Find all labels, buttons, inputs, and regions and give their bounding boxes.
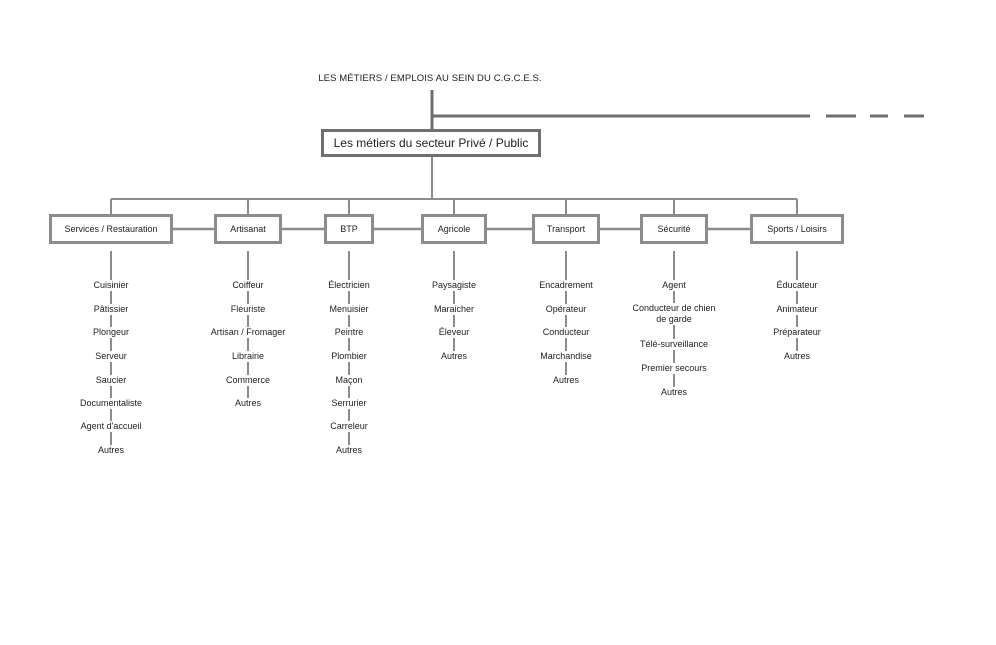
job-item: Autres: [737, 351, 857, 362]
job-item: Agent d'accueil: [51, 421, 171, 432]
job-item: Commerce: [188, 375, 308, 386]
job-item: Paysagiste: [394, 280, 514, 291]
category-node: BTP: [324, 214, 374, 244]
job-item: Peintre: [289, 327, 409, 338]
root-node: Les métiers du secteur Privé / Public: [321, 129, 541, 157]
job-item: Coiffeur: [188, 280, 308, 291]
job-item: Autres: [614, 387, 734, 398]
job-item: Menuisier: [289, 304, 409, 315]
job-item: Maçon: [289, 375, 409, 386]
category-node: Agricole: [421, 214, 487, 244]
job-item: Documentaliste: [51, 398, 171, 409]
job-item: Artisan / Fromager: [188, 327, 308, 338]
job-item: Préparateur: [737, 327, 857, 338]
category-node: Sécurité: [640, 214, 708, 244]
category-node: Artisanat: [214, 214, 282, 244]
chart-title: LES MÉTIERS / EMPLOIS AU SEIN DU C.G.C.E…: [318, 73, 542, 84]
job-item: Cuisinier: [51, 280, 171, 291]
job-item: Autres: [51, 445, 171, 456]
job-item: Serrurier: [289, 398, 409, 409]
job-item: Conducteur: [506, 327, 626, 338]
category-node: Sports / Loisirs: [750, 214, 844, 244]
job-item: Plongeur: [51, 327, 171, 338]
job-item: Encadrement: [506, 280, 626, 291]
job-item: Maraicher: [394, 304, 514, 315]
job-item: Télé-surveillance: [614, 339, 734, 350]
job-item: Plombier: [289, 351, 409, 362]
job-item: Agent: [614, 280, 734, 291]
job-item: Animateur: [737, 304, 857, 315]
category-node: Transport: [532, 214, 600, 244]
job-item: Carreleur: [289, 421, 409, 432]
job-item: Fleuriste: [188, 304, 308, 315]
job-item: Serveur: [51, 351, 171, 362]
job-item: Éleveur: [394, 327, 514, 338]
job-item: Premier secours: [614, 363, 734, 374]
job-item: Autres: [506, 375, 626, 386]
job-item: Électricien: [289, 280, 409, 291]
category-node: Services / Restauration: [49, 214, 173, 244]
job-item: Autres: [394, 351, 514, 362]
job-item: Opérateur: [506, 304, 626, 315]
job-item: Autres: [188, 398, 308, 409]
job-item: Pâtissier: [51, 304, 171, 315]
job-item: Marchandise: [506, 351, 626, 362]
job-item: Saucier: [51, 375, 171, 386]
job-item: Éducateur: [737, 280, 857, 291]
job-item: Autres: [289, 445, 409, 456]
job-item: Librairie: [188, 351, 308, 362]
